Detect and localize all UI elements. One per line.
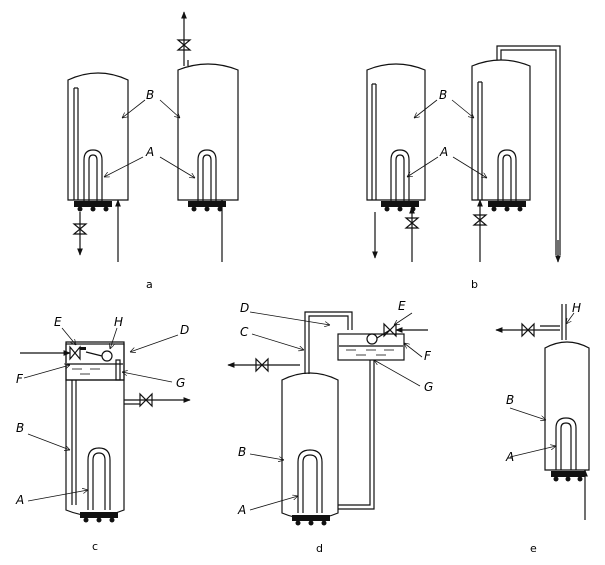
label-A-b: A — [439, 145, 448, 159]
tank-right-b — [471, 45, 561, 263]
label-E-c: E — [54, 315, 62, 329]
label-E-d: E — [398, 299, 406, 313]
label-B-d: B — [238, 445, 246, 459]
label-A-a: A — [145, 145, 154, 159]
panel-a: B A a — [67, 11, 239, 291]
panel-e: H B A e — [495, 301, 590, 555]
label-F-c: F — [16, 372, 24, 386]
label-H-c: H — [114, 315, 123, 329]
label-B-a: B — [146, 88, 154, 102]
label-A-e: A — [505, 450, 514, 464]
label-B-c: B — [16, 421, 24, 435]
label-F-d: F — [424, 349, 432, 363]
label-B-e: B — [506, 393, 514, 407]
caption-d: d — [316, 542, 323, 555]
caption-e: e — [530, 542, 537, 555]
label-C-d: C — [240, 325, 249, 339]
label-B-b: B — [439, 88, 447, 102]
label-D-c: D — [180, 323, 189, 337]
label-A-c: A — [15, 493, 24, 507]
label-G-c: G — [176, 376, 185, 390]
label-D-d: D — [240, 301, 249, 315]
tank-left-b — [366, 63, 426, 262]
panel-b: B A b — [366, 45, 561, 291]
panel-d: D C E F G B A d — [227, 299, 433, 555]
label-A-d: A — [237, 503, 246, 517]
panel-c: E H D F G B A c — [15, 315, 191, 553]
tank-left-a — [67, 72, 129, 262]
caption-a: a — [146, 278, 153, 291]
label-G-d: G — [424, 380, 433, 394]
tank-right-a — [176, 11, 239, 262]
label-H-e: H — [572, 301, 581, 315]
caption-b: b — [471, 278, 478, 291]
caption-c: c — [92, 540, 98, 553]
